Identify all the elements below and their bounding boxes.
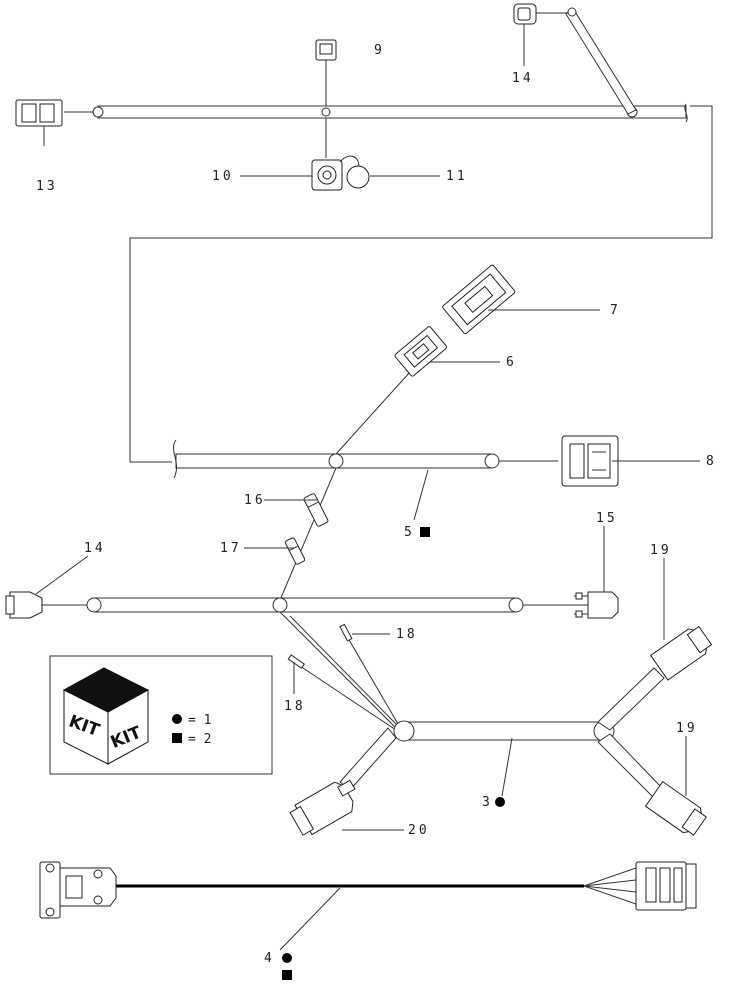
- harness-4: [39, 861, 697, 919]
- connector-10: [311, 159, 343, 191]
- fan-wire-18a: [347, 637, 399, 725]
- harness-5-node: [328, 453, 344, 469]
- callout-11: 11: [446, 169, 468, 184]
- callout-13: 13: [36, 179, 58, 194]
- callout-6: 6: [506, 355, 517, 370]
- connector-14-top: [513, 3, 537, 25]
- harness-15-mid-node: [272, 597, 288, 613]
- db9-connector: [39, 861, 117, 919]
- upper-harness-trunk: [97, 105, 687, 119]
- callout-3: 3: [482, 795, 493, 810]
- legend-circle-marker: [172, 714, 182, 724]
- harness-3-branch-upper: [597, 667, 665, 731]
- leader-lines: [35, 175, 700, 951]
- wire-down-to-harness-15: [279, 467, 337, 601]
- leader-4: [279, 887, 341, 951]
- fan-wire-18b: [299, 665, 397, 731]
- terminal-18a: [339, 623, 353, 642]
- harness-5-end-node: [484, 453, 500, 469]
- kit-cube-right: [107, 689, 149, 765]
- connector-6: [394, 326, 448, 377]
- legend-square-marker: [172, 733, 182, 743]
- callout-9: 9: [374, 43, 385, 58]
- harness-3-branch-left: [339, 727, 397, 791]
- callout-19-upper: 19: [650, 543, 672, 558]
- leader-3: [501, 737, 513, 797]
- marker-4-circle: [282, 953, 292, 963]
- connector-19-upper: [649, 625, 713, 681]
- connector-9: [315, 39, 337, 61]
- upper-harness: [15, 3, 688, 191]
- cap-11: [346, 165, 370, 189]
- connector-19-lower: [644, 780, 708, 836]
- harness-15-right-node: [508, 597, 524, 613]
- harness-3-trunk: [403, 721, 605, 741]
- callout-20: 20: [408, 823, 430, 838]
- fuse-holder-16: [303, 493, 329, 527]
- legend-square-text: = 2: [188, 732, 211, 747]
- kit-legend: KIT KIT = 1 = 2: [49, 655, 273, 775]
- marker-3-circle: [495, 797, 505, 807]
- terminal-18b: [287, 654, 305, 669]
- fan-wire-1: [289, 615, 399, 727]
- callout-labels: 13 9 14 10 11 7 6 8 5 16 17 14 15 19 18 …: [36, 43, 717, 966]
- callout-17: 17: [220, 541, 242, 556]
- connector-7: [442, 264, 516, 335]
- marker-4-square: [282, 970, 292, 980]
- callout-7: 7: [610, 303, 621, 318]
- connector-13: [15, 99, 63, 146]
- branch-node: [567, 7, 577, 17]
- callout-16: 16: [244, 493, 266, 508]
- harness-15-left-node: [86, 597, 102, 613]
- callout-14-left: 14: [84, 541, 106, 556]
- leader-5: [413, 469, 429, 521]
- break-mark-5: [172, 439, 178, 479]
- loop-wire: [129, 105, 713, 463]
- lower-harness: [5, 591, 619, 731]
- connector-8: [561, 435, 619, 487]
- trunk-branch-node: [321, 107, 331, 117]
- harness-3: [289, 625, 713, 836]
- legend-circle-text: = 1: [188, 713, 211, 728]
- connector-15: [574, 591, 619, 619]
- harness-4-fan: [583, 867, 637, 905]
- connector-14-left: [5, 591, 43, 619]
- plug-connector: [635, 861, 697, 911]
- trunk-end-node: [92, 106, 104, 118]
- marker-5-square: [420, 527, 430, 537]
- connector-20: [289, 779, 356, 836]
- callout-18-left: 18: [284, 699, 306, 714]
- callout-18-right: 18: [396, 627, 418, 642]
- callout-8: 8: [706, 454, 717, 469]
- callout-5: 5: [404, 525, 415, 540]
- harness-3-left-node: [393, 720, 415, 742]
- callout-15: 15: [596, 511, 618, 526]
- harness-3-branch-lower: [597, 733, 665, 799]
- connector-17: [284, 537, 306, 565]
- leader-14-left: [35, 555, 89, 595]
- callout-19-lower: 19: [676, 721, 698, 736]
- wire-to-connector-6: [335, 371, 411, 455]
- callout-14-top: 14: [512, 71, 534, 86]
- harness-15-trunk: [93, 597, 517, 613]
- fan-wire-2: [279, 611, 397, 729]
- callout-10: 10: [212, 169, 234, 184]
- break-mark: [684, 103, 688, 123]
- callout-4: 4: [264, 951, 275, 966]
- branch-to-connector-14: [565, 9, 637, 115]
